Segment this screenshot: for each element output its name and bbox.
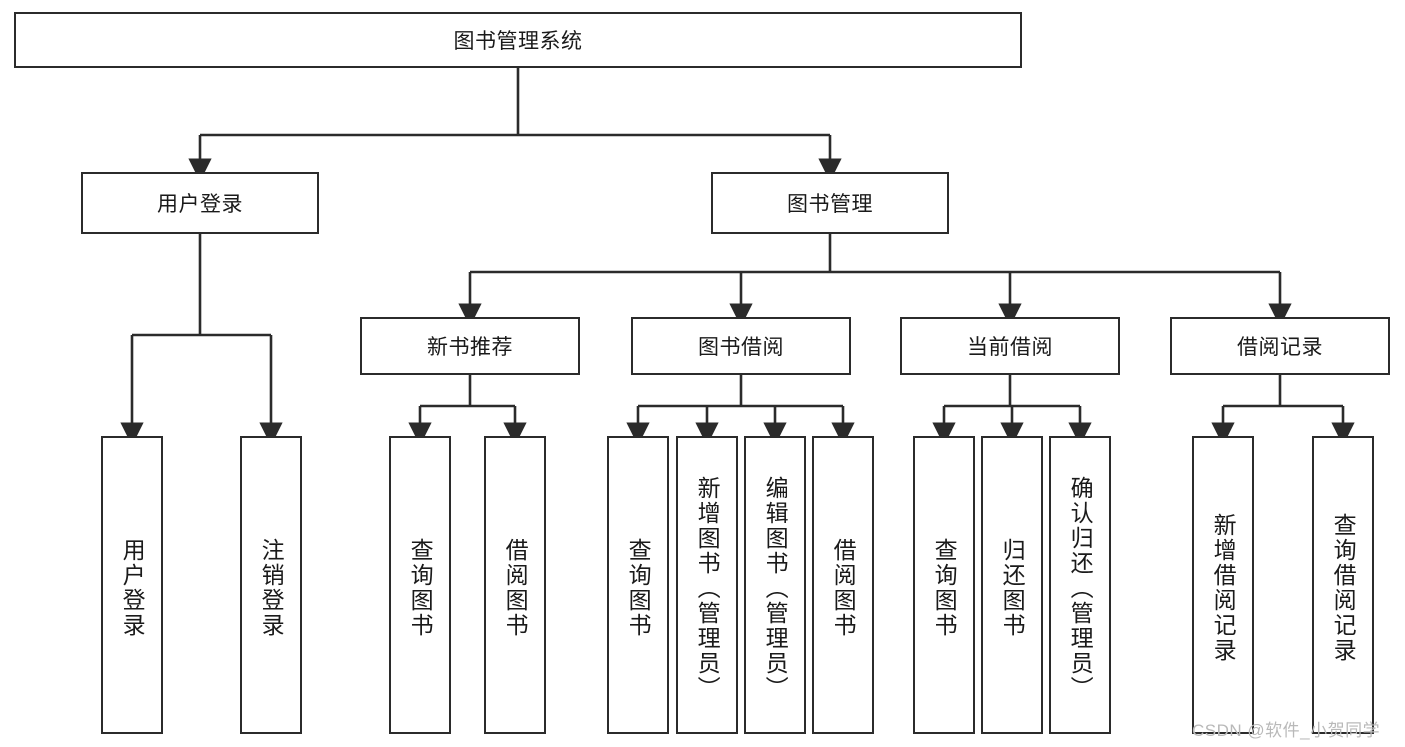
node-leaf-query-book-1[interactable]: 查询图书 (389, 436, 451, 734)
node-leaf-add-record[interactable]: 新增借阅记录 (1192, 436, 1254, 734)
node-label: 借阅图书 (502, 538, 529, 638)
node-label: 查询图书 (407, 538, 434, 638)
node-label: 借阅图书 (830, 538, 857, 638)
node-label: 图书管理 (787, 193, 873, 216)
node-leaf-user-logout[interactable]: 注销登录 (240, 436, 302, 734)
node-leaf-borrow-book-2[interactable]: 借阅图书 (812, 436, 874, 734)
node-book-borrow[interactable]: 图书借阅 (631, 317, 851, 375)
node-label: 借阅记录 (1237, 336, 1323, 359)
node-label: 编辑图书（管理员） (762, 475, 789, 701)
csdn-watermark: CSDN @软件_小贺同学 (1192, 721, 1381, 740)
node-new-book-recommend[interactable]: 新书推荐 (360, 317, 580, 375)
node-label: 新增借阅记录 (1210, 513, 1237, 663)
node-label: 用户登录 (119, 538, 146, 638)
node-leaf-confirm-return[interactable]: 确认归还（管理员） (1049, 436, 1111, 734)
node-label: 图书借阅 (698, 336, 784, 359)
node-leaf-borrow-book-1[interactable]: 借阅图书 (484, 436, 546, 734)
node-label: 新增图书（管理员） (694, 475, 721, 701)
node-user-login[interactable]: 用户登录 (81, 172, 319, 234)
node-leaf-query-record[interactable]: 查询借阅记录 (1312, 436, 1374, 734)
node-label: 查询图书 (931, 538, 958, 638)
node-current-borrow[interactable]: 当前借阅 (900, 317, 1120, 375)
node-borrow-record[interactable]: 借阅记录 (1170, 317, 1390, 375)
node-root[interactable]: 图书管理系统 (14, 12, 1022, 68)
node-label: 确认归还（管理员） (1067, 475, 1094, 701)
node-label: 用户登录 (157, 193, 243, 216)
node-label: 归还图书 (999, 538, 1026, 638)
node-leaf-user-login[interactable]: 用户登录 (101, 436, 163, 734)
node-label: 图书管理系统 (453, 30, 583, 53)
node-leaf-edit-book[interactable]: 编辑图书（管理员） (744, 436, 806, 734)
node-leaf-query-book-2[interactable]: 查询图书 (607, 436, 669, 734)
node-label: 查询图书 (625, 538, 652, 638)
node-label: 注销登录 (258, 538, 285, 638)
node-label: 新书推荐 (427, 336, 513, 359)
node-leaf-query-book-3[interactable]: 查询图书 (913, 436, 975, 734)
node-leaf-return-book[interactable]: 归还图书 (981, 436, 1043, 734)
node-label: 当前借阅 (967, 336, 1053, 359)
node-leaf-add-book[interactable]: 新增图书（管理员） (676, 436, 738, 734)
node-book-manage[interactable]: 图书管理 (711, 172, 949, 234)
node-label: 查询借阅记录 (1330, 513, 1357, 663)
